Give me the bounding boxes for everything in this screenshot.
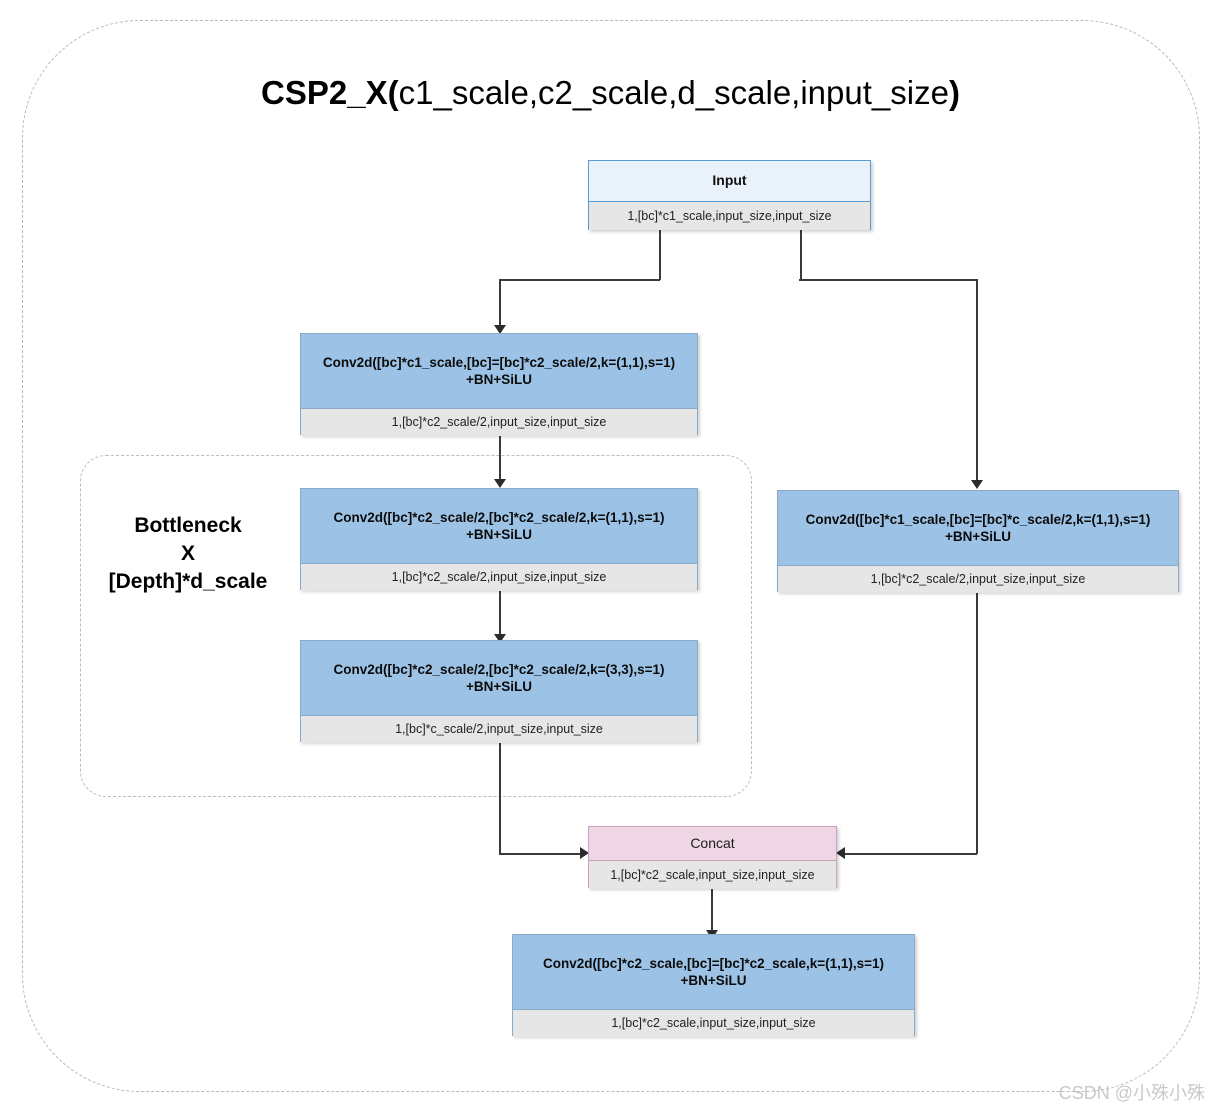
bottleneck-label-line-3: [Depth]*d_scale [108, 569, 268, 593]
node-input[interactable]: Input 1,[bc]*c1_scale,input_size,input_s… [588, 160, 871, 230]
node-conv-out-header-line-2: +BN+SiLU [680, 973, 747, 988]
node-conv-right[interactable]: Conv2d([bc]*c1_scale,[bc]=[bc]*c_scale/2… [777, 490, 1179, 593]
connector-convright-down [976, 592, 978, 854]
bottleneck-group-label: Bottleneck X [Depth]*d_scale [88, 512, 288, 596]
title-params: c1_scale,c2_scale,d_scale,input_size [398, 74, 949, 111]
connector-convleft1-to-bn1 [499, 435, 501, 481]
connector-bn1-to-bn2 [499, 590, 501, 636]
arrowhead-to-bottleneck-conv-1 [494, 479, 506, 488]
node-conv-out[interactable]: Conv2d([bc]*c2_scale,[bc]=[bc]*c2_scale,… [512, 934, 915, 1037]
node-bottleneck-conv-2-header: Conv2d([bc]*c2_scale/2,[bc]*c2_scale/2,k… [301, 641, 697, 715]
node-bottleneck-conv-1-footer: 1,[bc]*c2_scale/2,input_size,input_size [301, 563, 697, 591]
connector-input-right-horizontal [799, 279, 977, 281]
title-bold-suffix: ) [948, 74, 960, 111]
node-conv-left-1-footer: 1,[bc]*c2_scale/2,input_size,input_size [301, 408, 697, 436]
arrowhead-concat-left-input [580, 847, 589, 859]
node-concat-footer: 1,[bc]*c2_scale,input_size,input_size [589, 860, 836, 889]
arrowhead-to-conv-left-1 [494, 325, 506, 334]
node-conv-right-header-line-2: +BN+SiLU [944, 529, 1012, 544]
node-concat-header: Concat [589, 827, 836, 860]
node-input-header: Input [589, 161, 870, 201]
connector-input-to-left-vertical [659, 230, 661, 280]
bottleneck-group-frame [80, 455, 752, 797]
arrowhead-to-conv-right [971, 480, 983, 489]
node-conv-right-header: Conv2d([bc]*c1_scale,[bc]=[bc]*c_scale/2… [778, 491, 1178, 565]
connector-concat-to-conv-out [711, 888, 713, 932]
outer-dashed-frame [22, 20, 1200, 1092]
node-bottleneck-conv-2-header-line-1: Conv2d([bc]*c2_scale/2,[bc]*c2_scale/2,k… [333, 661, 665, 677]
node-bottleneck-conv-1-header-line-1: Conv2d([bc]*c2_scale/2,[bc]*c2_scale/2,k… [333, 509, 665, 525]
node-concat[interactable]: Concat 1,[bc]*c2_scale,input_size,input_… [588, 826, 837, 889]
arrowhead-to-bottleneck-conv-2 [494, 634, 506, 643]
node-bottleneck-conv-1-header: Conv2d([bc]*c2_scale/2,[bc]*c2_scale/2,k… [301, 489, 697, 563]
connector-input-to-right-vertical [800, 230, 802, 280]
node-conv-left-1-header-line-2: +BN+SiLU [465, 372, 533, 387]
node-conv-left-1-header-line-1: Conv2d([bc]*c1_scale,[bc]=[bc]*c2_scale/… [322, 354, 676, 370]
csdn-watermark: CSDN @小殊小殊 [1058, 1083, 1205, 1103]
node-bottleneck-conv-2-footer: 1,[bc]*c_scale/2,input_size,input_size [301, 715, 697, 743]
node-bottleneck-conv-2[interactable]: Conv2d([bc]*c2_scale/2,[bc]*c2_scale/2,k… [300, 640, 698, 743]
title-bold-prefix: CSP2_X( [261, 74, 399, 111]
arrowhead-concat-right-input [836, 847, 845, 859]
node-conv-left-1-header: Conv2d([bc]*c1_scale,[bc]=[bc]*c2_scale/… [301, 334, 697, 408]
node-conv-right-footer: 1,[bc]*c2_scale/2,input_size,input_size [778, 565, 1178, 593]
page-title: CSP2_X(c1_scale,c2_scale,d_scale,input_s… [0, 74, 1221, 112]
connector-convright-left-into-concat [845, 853, 977, 855]
node-conv-left-1[interactable]: Conv2d([bc]*c1_scale,[bc]=[bc]*c2_scale/… [300, 333, 698, 436]
connector-bn2-down-to-concat-level [499, 742, 501, 854]
node-bottleneck-conv-1[interactable]: Conv2d([bc]*c2_scale/2,[bc]*c2_scale/2,k… [300, 488, 698, 591]
node-conv-out-header: Conv2d([bc]*c2_scale,[bc]=[bc]*c2_scale,… [513, 935, 914, 1009]
node-conv-out-header-line-1: Conv2d([bc]*c2_scale,[bc]=[bc]*c2_scale,… [542, 955, 885, 971]
connector-right-branch-drop [976, 279, 978, 482]
connector-input-left-horizontal [499, 279, 660, 281]
node-conv-right-header-line-1: Conv2d([bc]*c1_scale,[bc]=[bc]*c_scale/2… [805, 511, 1151, 527]
connector-left-branch-drop [499, 279, 501, 327]
bottleneck-label-line-1: Bottleneck [134, 514, 242, 537]
connector-bn2-right-into-concat [499, 853, 583, 855]
bottleneck-label-line-2: X [180, 541, 195, 565]
node-bottleneck-conv-1-header-line-2: +BN+SiLU [465, 527, 533, 542]
node-input-footer: 1,[bc]*c1_scale,input_size,input_size [589, 201, 870, 230]
node-bottleneck-conv-2-header-line-2: +BN+SiLU [465, 679, 533, 694]
node-conv-out-footer: 1,[bc]*c2_scale,input_size,input_size [513, 1009, 914, 1037]
